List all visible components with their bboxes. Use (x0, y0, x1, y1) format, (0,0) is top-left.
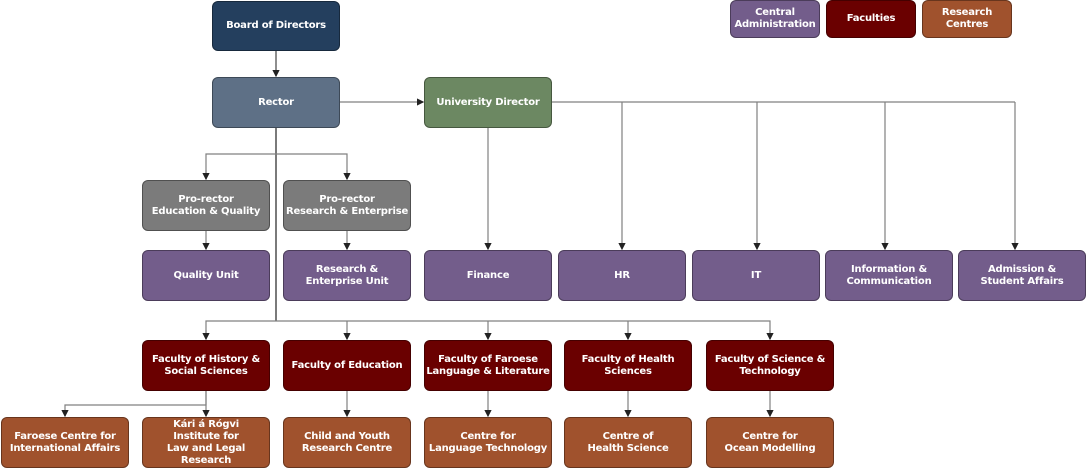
faculty-education-box[interactable]: Faculty of Education (283, 340, 411, 391)
centre-child-youth-box[interactable]: Child and Youth Research Centre (283, 417, 411, 468)
information-communication-box[interactable]: Information & Communication (825, 250, 953, 301)
faculty-history-social-sciences-box[interactable]: Faculty of History & Social Sciences (142, 340, 270, 391)
legend-faculties: Faculties (826, 0, 916, 38)
it-box[interactable]: IT (692, 250, 820, 301)
finance-box[interactable]: Finance (424, 250, 552, 301)
faculty-science-technology-box[interactable]: Faculty of Science & Technology (706, 340, 834, 391)
research-enterprise-unit-box[interactable]: Research & Enterprise Unit (283, 250, 411, 301)
quality-unit-box[interactable]: Quality Unit (142, 250, 270, 301)
connector-fac1-centres (64, 391, 207, 416)
pro-rector-education-quality-box[interactable]: Pro-rector Education & Quality (142, 180, 270, 231)
centre-international-affairs-box[interactable]: Faroese Centre for International Affairs (1, 417, 129, 468)
faculty-faroese-language-box[interactable]: Faculty of Faroese Language & Literature (424, 340, 552, 391)
rector-box[interactable]: Rector (212, 77, 340, 128)
pro-rector-research-enterprise-box[interactable]: Pro-rector Research & Enterprise (283, 180, 411, 231)
connector-pro-rectors (205, 153, 348, 179)
centre-law-legal-research-box[interactable]: Kári á Rógvi Institute for Law and Legal… (142, 417, 270, 468)
hr-box[interactable]: HR (558, 250, 686, 301)
university-director-box[interactable]: University Director (424, 77, 552, 128)
centre-language-technology-box[interactable]: Centre for Language Technology (424, 417, 552, 468)
board-of-directors-box[interactable]: Board of Directors (212, 1, 340, 51)
centre-ocean-modelling-box[interactable]: Centre for Ocean Modelling (706, 417, 834, 468)
admission-student-affairs-box[interactable]: Admission & Student Affairs (958, 250, 1086, 301)
legend-central-administration: Central Administration (730, 0, 820, 38)
faculty-health-sciences-box[interactable]: Faculty of Health Sciences (564, 340, 692, 391)
legend-research-centres: Research Centres (922, 0, 1012, 38)
centre-health-science-box[interactable]: Centre of Health Science (564, 417, 692, 468)
